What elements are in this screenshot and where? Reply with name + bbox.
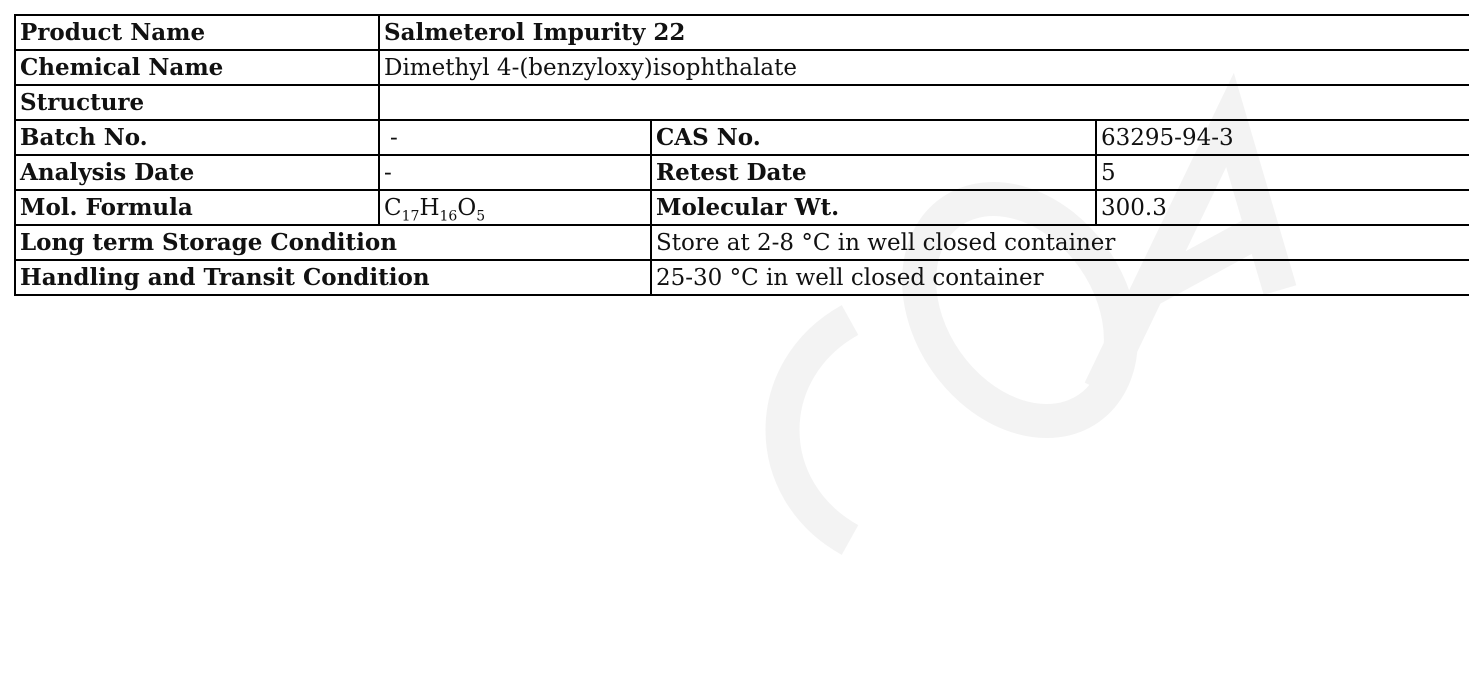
structure-image-cell: O O O O O — [378, 84, 1469, 121]
row-formula: Mol. Formula C17H16O5 Molecular Wt. 300.… — [14, 189, 1469, 226]
cas-no-value: 63295-94-3 — [1095, 119, 1469, 156]
mol-formula-label: Mol. Formula — [14, 189, 380, 226]
analysis-date-label: Analysis Date — [14, 154, 380, 191]
mol-formula-value: C17H16O5 — [378, 189, 652, 226]
transit-condition-label: Handling and Transit Condition — [14, 259, 652, 296]
chemical-name-label: Chemical Name — [14, 49, 380, 86]
product-name-value: Salmeterol Impurity 22 — [378, 14, 1469, 51]
analysis-date-value: - — [378, 154, 652, 191]
row-product-name: Product Name Salmeterol Impurity 22 — [14, 14, 1469, 51]
row-long-term-storage: Long term Storage Condition Store at 2-8… — [14, 224, 1469, 261]
product-name-label: Product Name — [14, 14, 380, 51]
molecular-weight-value: 300.3 — [1095, 189, 1469, 226]
row-structure: Structure — [14, 84, 1469, 121]
coa-table: Product Name Salmeterol Impurity 22 Chem… — [14, 14, 1469, 296]
row-analysis: Analysis Date - Retest Date 5 — [14, 154, 1469, 191]
retest-date-label: Retest Date — [650, 154, 1097, 191]
chemical-name-value: Dimethyl 4-(benzyloxy)isophthalate — [378, 49, 1469, 86]
structure-label: Structure — [14, 84, 380, 121]
row-batch: Batch No. - CAS No. 63295-94-3 — [14, 119, 1469, 156]
long-term-storage-label: Long term Storage Condition — [14, 224, 652, 261]
row-transit: Handling and Transit Condition 25-30 °C … — [14, 259, 1469, 296]
transit-condition-value: 25-30 °C in well closed container — [650, 259, 1469, 296]
long-term-storage-value: Store at 2-8 °C in well closed container — [650, 224, 1469, 261]
retest-date-value: 5 — [1095, 154, 1469, 191]
molecular-weight-label: Molecular Wt. — [650, 189, 1097, 226]
cas-no-label: CAS No. — [650, 119, 1097, 156]
row-chemical-name: Chemical Name Dimethyl 4-(benzyloxy)isop… — [14, 49, 1469, 86]
batch-no-value: - — [378, 119, 652, 156]
batch-no-label: Batch No. — [14, 119, 380, 156]
